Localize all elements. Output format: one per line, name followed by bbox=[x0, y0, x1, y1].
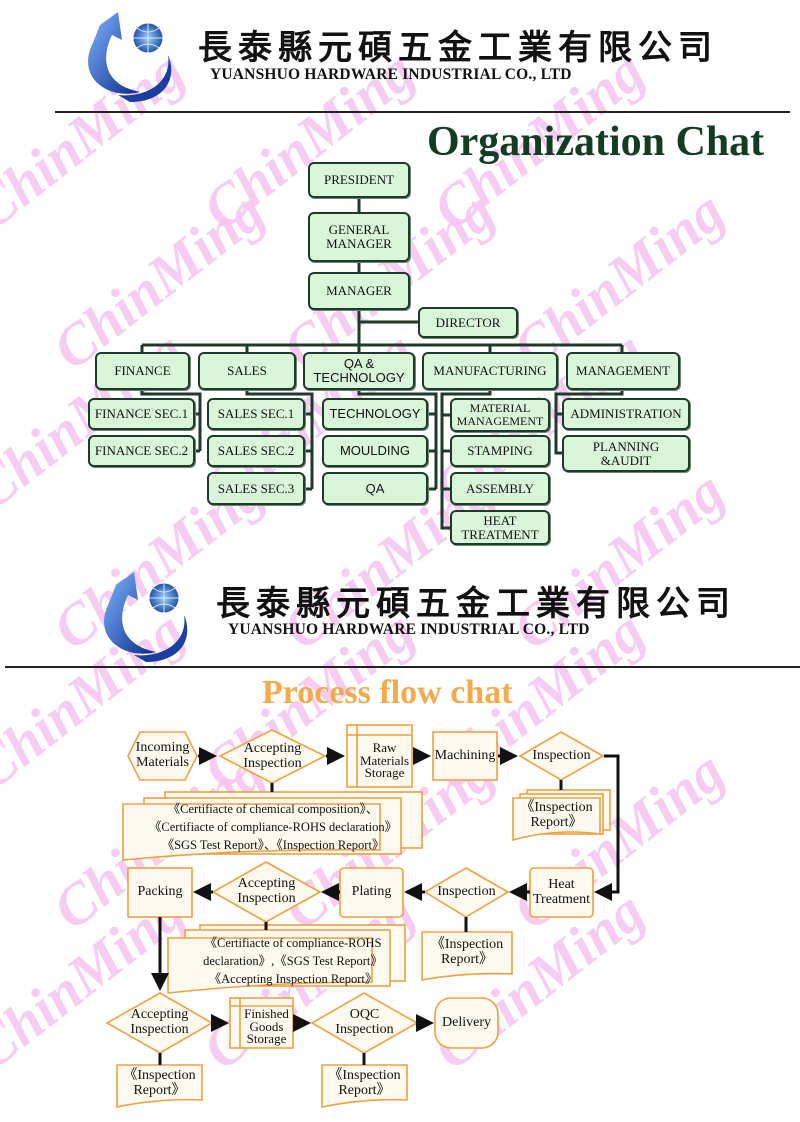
org-sub-administration: ADMINISTRATION bbox=[562, 398, 690, 430]
org-sub-finance-sec1: FINANCE SEC.1 bbox=[88, 398, 195, 430]
org-sub-technology: TECHNOLOGY bbox=[322, 398, 428, 430]
divider-2 bbox=[5, 666, 800, 668]
flow-certificates-2: 《Certifiacte of compliance-ROHS declarat… bbox=[203, 935, 383, 987]
flow-inspection-2: Inspection bbox=[437, 884, 496, 900]
flow-inspection-report-4: 《Inspection Report》 bbox=[328, 1067, 401, 1098]
flow-packing: Packing bbox=[137, 884, 183, 900]
company-logo-top bbox=[88, 12, 172, 102]
flow-inspection-report-2: 《Inspection Report》 bbox=[430, 937, 504, 967]
org-sub-sales-sec2: SALES SEC.2 bbox=[207, 435, 305, 467]
flow-finished-goods-storage: Finished Goods Storage bbox=[244, 1006, 289, 1047]
org-sub-qa: QA bbox=[322, 472, 428, 505]
flow-oqc-inspection: OQC Inspection bbox=[335, 1007, 394, 1037]
flow-delivery: Delivery bbox=[442, 1014, 491, 1030]
flow-inspection-1: Inspection bbox=[532, 747, 591, 763]
org-sub-sales-sec1: SALES SEC.1 bbox=[207, 398, 305, 430]
org-president: PRESIDENT bbox=[308, 162, 410, 198]
company-name-en-2: YUANSHUO HARDWARE INDUSTRIAL CO., LTD bbox=[228, 621, 590, 638]
flow-arrows bbox=[151, 747, 620, 1032]
company-name-zh: 長泰縣元碩五金工業有限公司 bbox=[198, 28, 718, 68]
org-dept-manufacturing: MANUFACTURING bbox=[422, 352, 558, 390]
company-name-zh-2: 長泰縣元碩五金工業有限公司 bbox=[216, 584, 736, 624]
flow-certificates-1: 《Certifiacte of chemical composition》、 《… bbox=[148, 801, 398, 853]
flow-plating: Plating bbox=[351, 884, 392, 900]
flow-machining: Machining bbox=[434, 747, 496, 763]
org-chart-title: Organization Chat bbox=[427, 119, 765, 165]
flow-inspection-report-1: 《Inspection Report》 bbox=[520, 800, 593, 830]
org-dept-finance: FINANCE bbox=[95, 352, 190, 390]
org-general-manager: GENERAL MANAGER bbox=[308, 212, 410, 262]
flow-heat-treatment: Heat Treatment bbox=[532, 876, 591, 907]
org-dept-sales: SALES bbox=[198, 352, 296, 390]
org-sub-assembly: ASSEMBLY bbox=[450, 472, 550, 505]
org-sub-planning-audit: PLANNING &AUDIT bbox=[562, 435, 690, 472]
org-sub-heat-treatment: HEAT TREATMENT bbox=[450, 510, 550, 545]
org-dept-qa-technology: QA & TECHNOLOGY bbox=[303, 352, 415, 390]
flow-report-links bbox=[158, 780, 563, 1065]
flow-shapes bbox=[105, 724, 611, 1108]
org-sub-stamping: STAMPING bbox=[450, 435, 550, 467]
flow-incoming-materials: Incoming Materials bbox=[135, 740, 190, 770]
process-flow-title: Process flow chat bbox=[262, 674, 513, 711]
org-sub-sales-sec3: SALES SEC.3 bbox=[207, 472, 305, 505]
org-manager: MANAGER bbox=[308, 272, 410, 310]
flow-accepting-inspection-2: Accepting Inspection bbox=[237, 876, 296, 906]
company-name-en: YUANSHUO HARDWARE INDUSTRIAL CO., LTD bbox=[210, 66, 572, 83]
org-dept-management: MANAGEMENT bbox=[566, 352, 680, 390]
org-director: DIRECTOR bbox=[418, 307, 518, 338]
divider bbox=[55, 111, 790, 113]
org-sub-finance-sec2: FINANCE SEC.2 bbox=[88, 435, 195, 467]
flow-accepting-inspection-3: Accepting Inspection bbox=[130, 1007, 189, 1037]
flow-raw-materials-storage: Raw Materials Storage bbox=[359, 740, 410, 781]
flow-accepting-inspection-1: Accepting Inspection bbox=[243, 740, 302, 771]
flow-inspection-report-3: 《Inspection Report》 bbox=[123, 1067, 196, 1098]
org-sub-moulding: MOULDING bbox=[322, 435, 428, 467]
org-sub-material-management: MATERIAL MANAGEMENT bbox=[450, 398, 550, 432]
company-logo-bottom bbox=[104, 572, 188, 662]
